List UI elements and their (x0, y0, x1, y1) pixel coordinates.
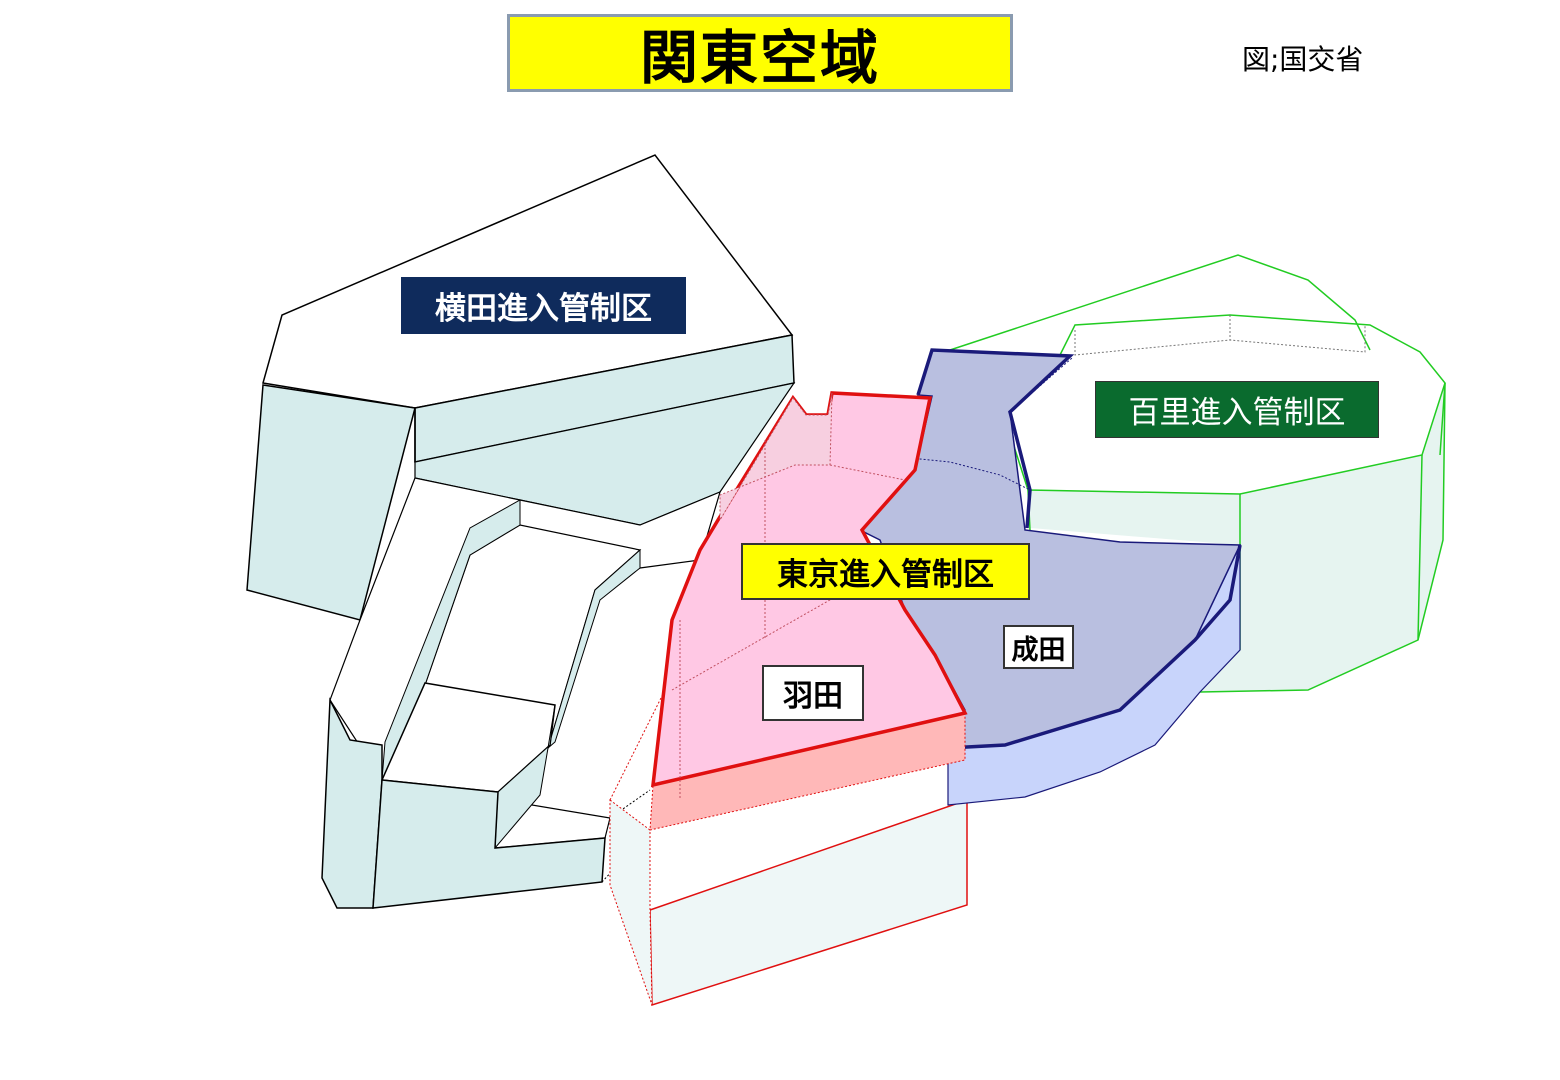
hyakuri-edge-right (1417, 454, 1423, 641)
haneda-lower-left (609, 799, 653, 1006)
narita-outer-border (916, 348, 1075, 529)
hyakuri-approach-label: 百里進入管制区 (1095, 381, 1379, 438)
haneda-lower-dotted (609, 689, 666, 801)
tokyo-approach-label: 東京進入管制区 (741, 543, 1030, 600)
narita-arc-border (947, 544, 1242, 750)
narita-label: 成田 (1003, 625, 1074, 669)
haneda-label: 羽田 (762, 665, 864, 721)
haneda-dotted-edge-4 (829, 464, 906, 481)
narita-dotted-edge (1009, 357, 1073, 413)
hyakuri-outer-outline (949, 254, 1371, 351)
yokota-approach-label: 横田進入管制区 (401, 277, 686, 334)
haneda-lower-box (609, 689, 968, 1007)
hyakuri-inner-dotted (1074, 325, 1366, 356)
hyakuri-side-face (1027, 383, 1445, 692)
haneda-lower-side (649, 798, 968, 1007)
narita-inner-dotted-arc (829, 454, 1031, 491)
yokota-bottom-front (372, 779, 606, 909)
page-title: 関東空域 (507, 14, 1013, 92)
hyakuri-airspace-block (949, 254, 1446, 693)
source-credit: 図;国交省 (1242, 43, 1364, 76)
narita-airspace-block (829, 348, 1242, 806)
